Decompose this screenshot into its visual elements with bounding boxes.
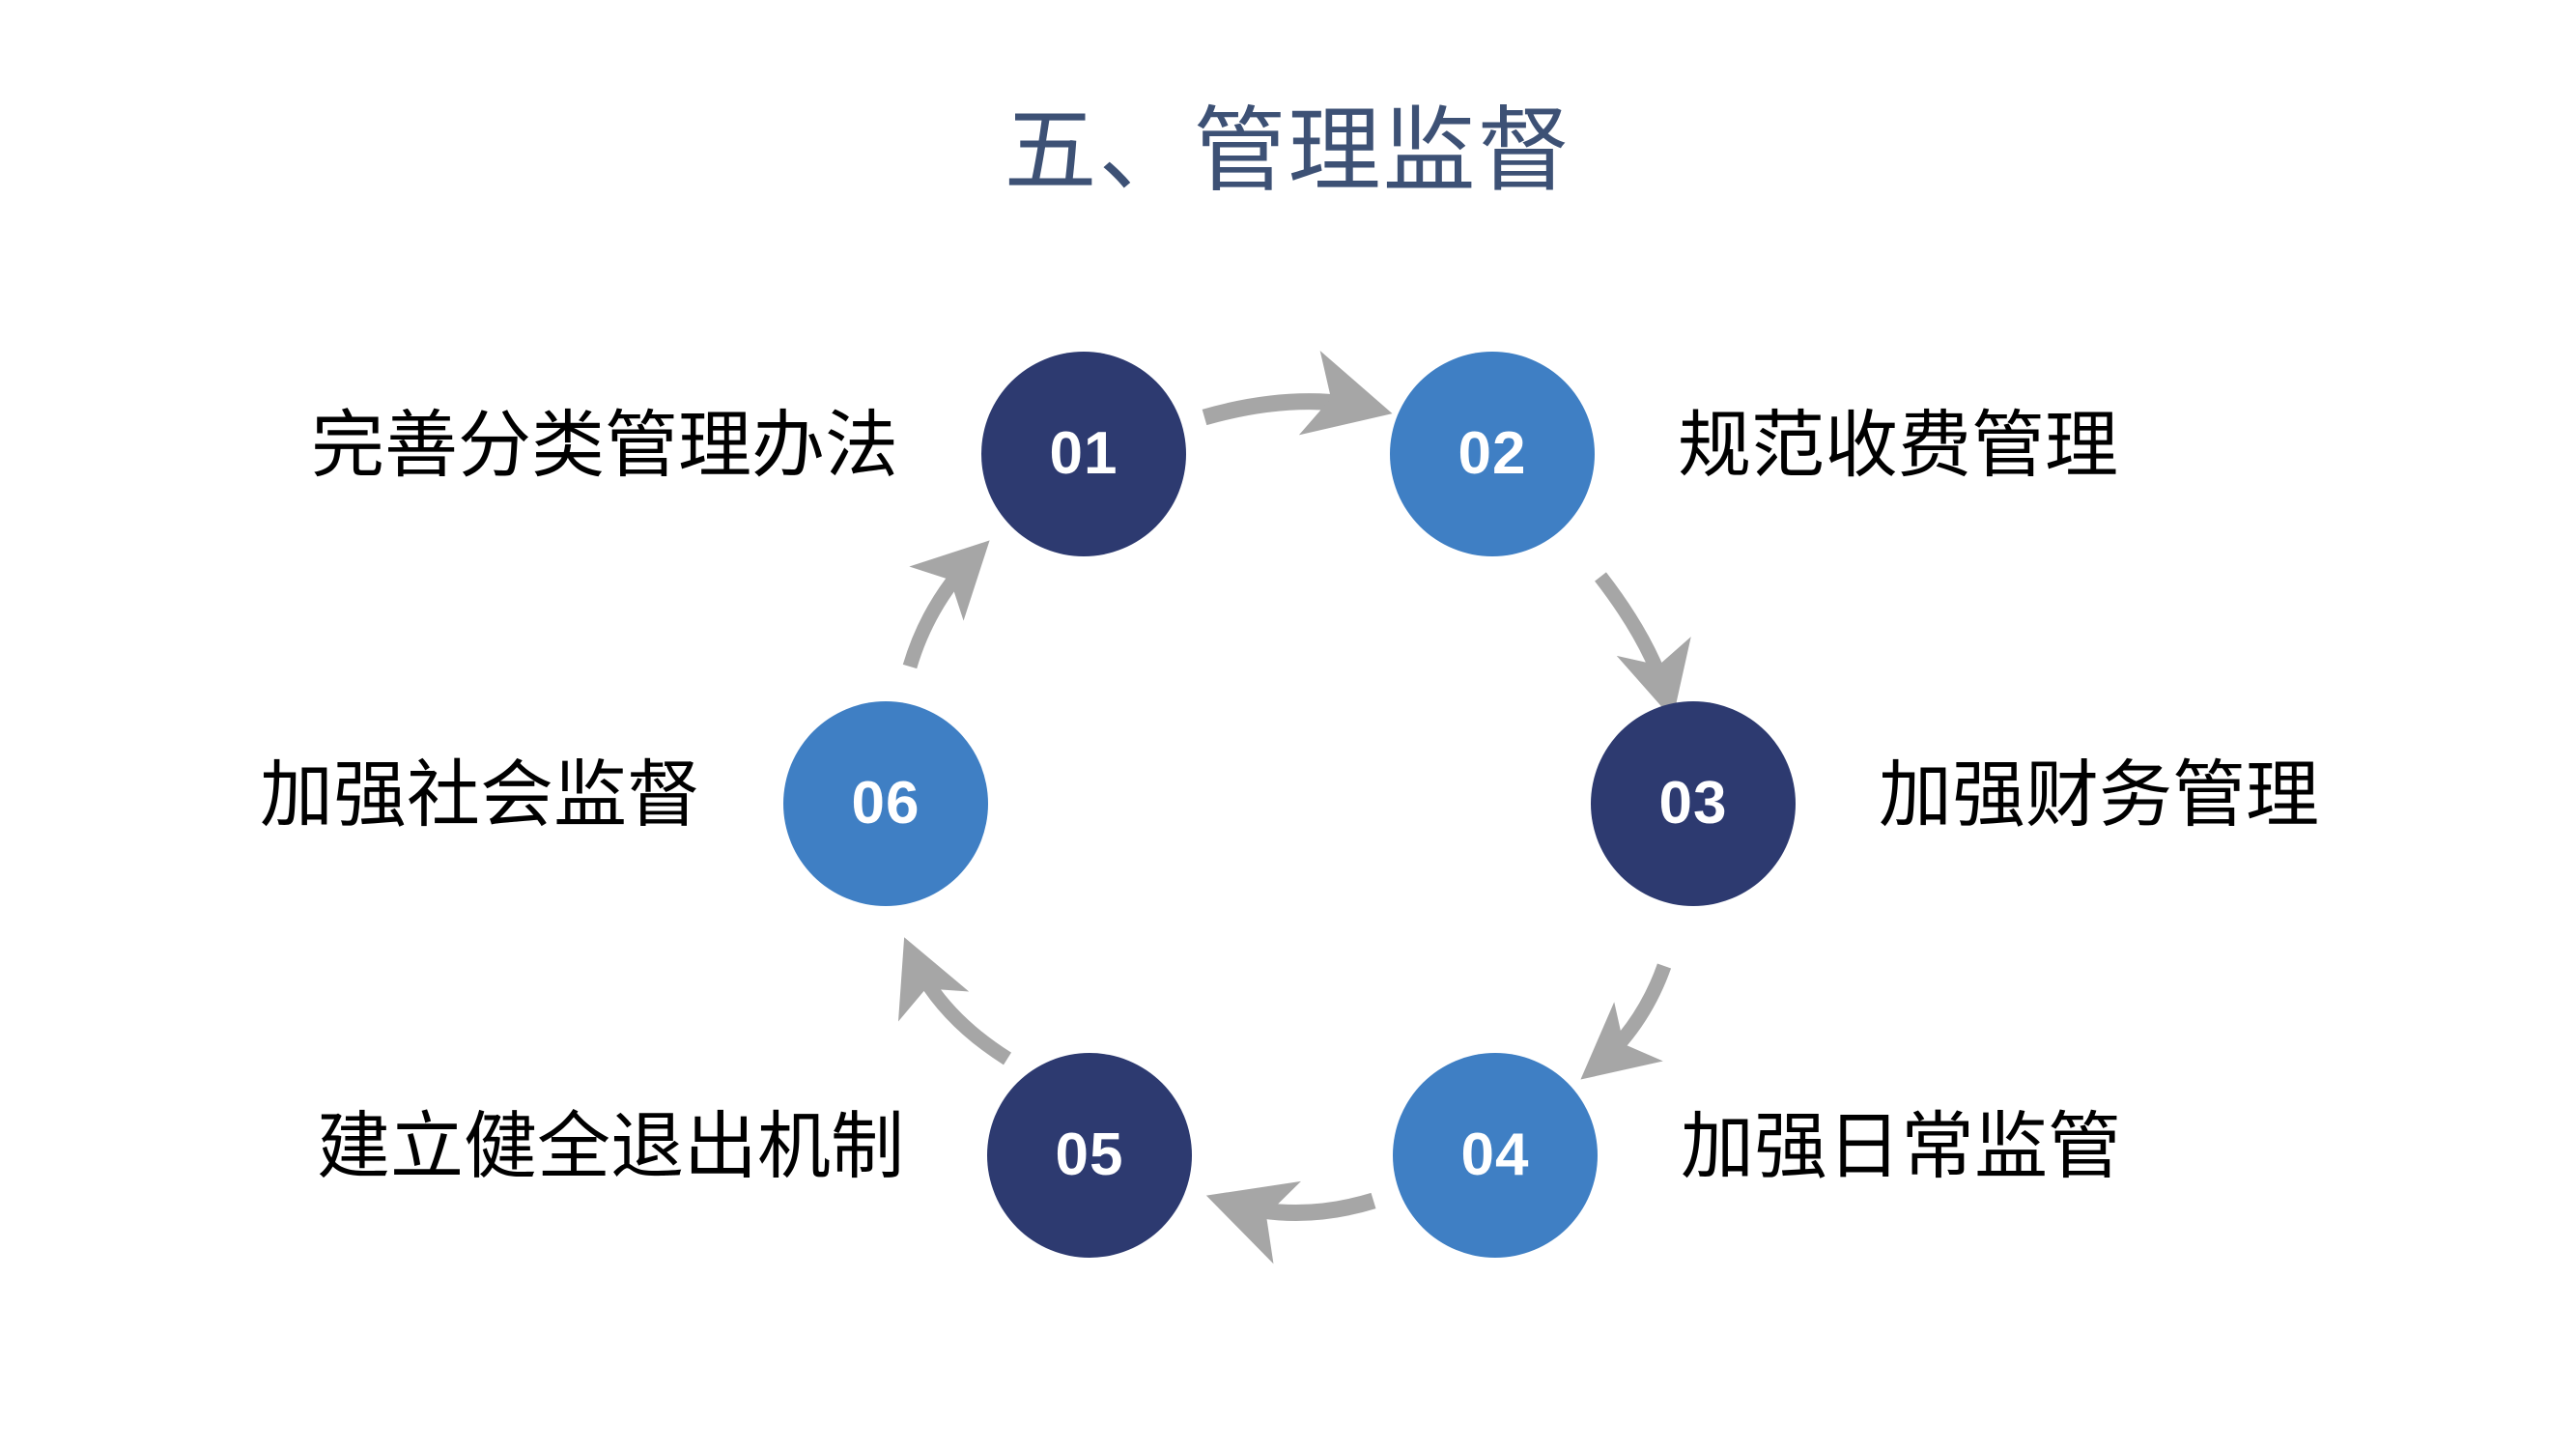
cycle-label-06: 加强社会监督 [260, 754, 700, 837]
cycle-node-04-number: 04 [1460, 1121, 1530, 1188]
cycle-label-02: 规范收费管理 [1678, 405, 2118, 487]
cycle-node-01-number: 01 [1049, 420, 1118, 487]
cycle-node-06[interactable]: 06 [783, 701, 988, 906]
arrow-02-to-03 [1595, 572, 1691, 720]
arrow-05-to-06 [898, 937, 1011, 1065]
cycle-label-05: 建立健全退出机制 [317, 1106, 904, 1188]
cycle-node-05-number: 05 [1055, 1121, 1124, 1188]
cycle-label-03: 加强财务管理 [1879, 754, 2319, 837]
cycle-label-01: 完善分类管理办法 [311, 405, 898, 487]
arrow-06-to-01 [902, 540, 990, 669]
arrow-03-to-04 [1580, 963, 1672, 1080]
arrow-01-to-02 [1202, 350, 1393, 436]
cycle-node-06-number: 06 [851, 770, 920, 837]
cycle-node-02-number: 02 [1458, 420, 1527, 487]
cycle-node-03[interactable]: 03 [1591, 701, 1796, 906]
cycle-node-04[interactable]: 04 [1393, 1053, 1598, 1258]
cycle-node-03-number: 03 [1658, 770, 1728, 837]
cycle-node-01[interactable]: 01 [981, 352, 1186, 556]
cycle-node-02[interactable]: 02 [1390, 352, 1595, 556]
cycle-node-05[interactable]: 05 [987, 1053, 1192, 1258]
page-title: 五、管理监督 [1004, 99, 1572, 203]
cycle-label-04: 加强日常监管 [1681, 1106, 2121, 1188]
arrow-04-to-05 [1205, 1180, 1376, 1264]
